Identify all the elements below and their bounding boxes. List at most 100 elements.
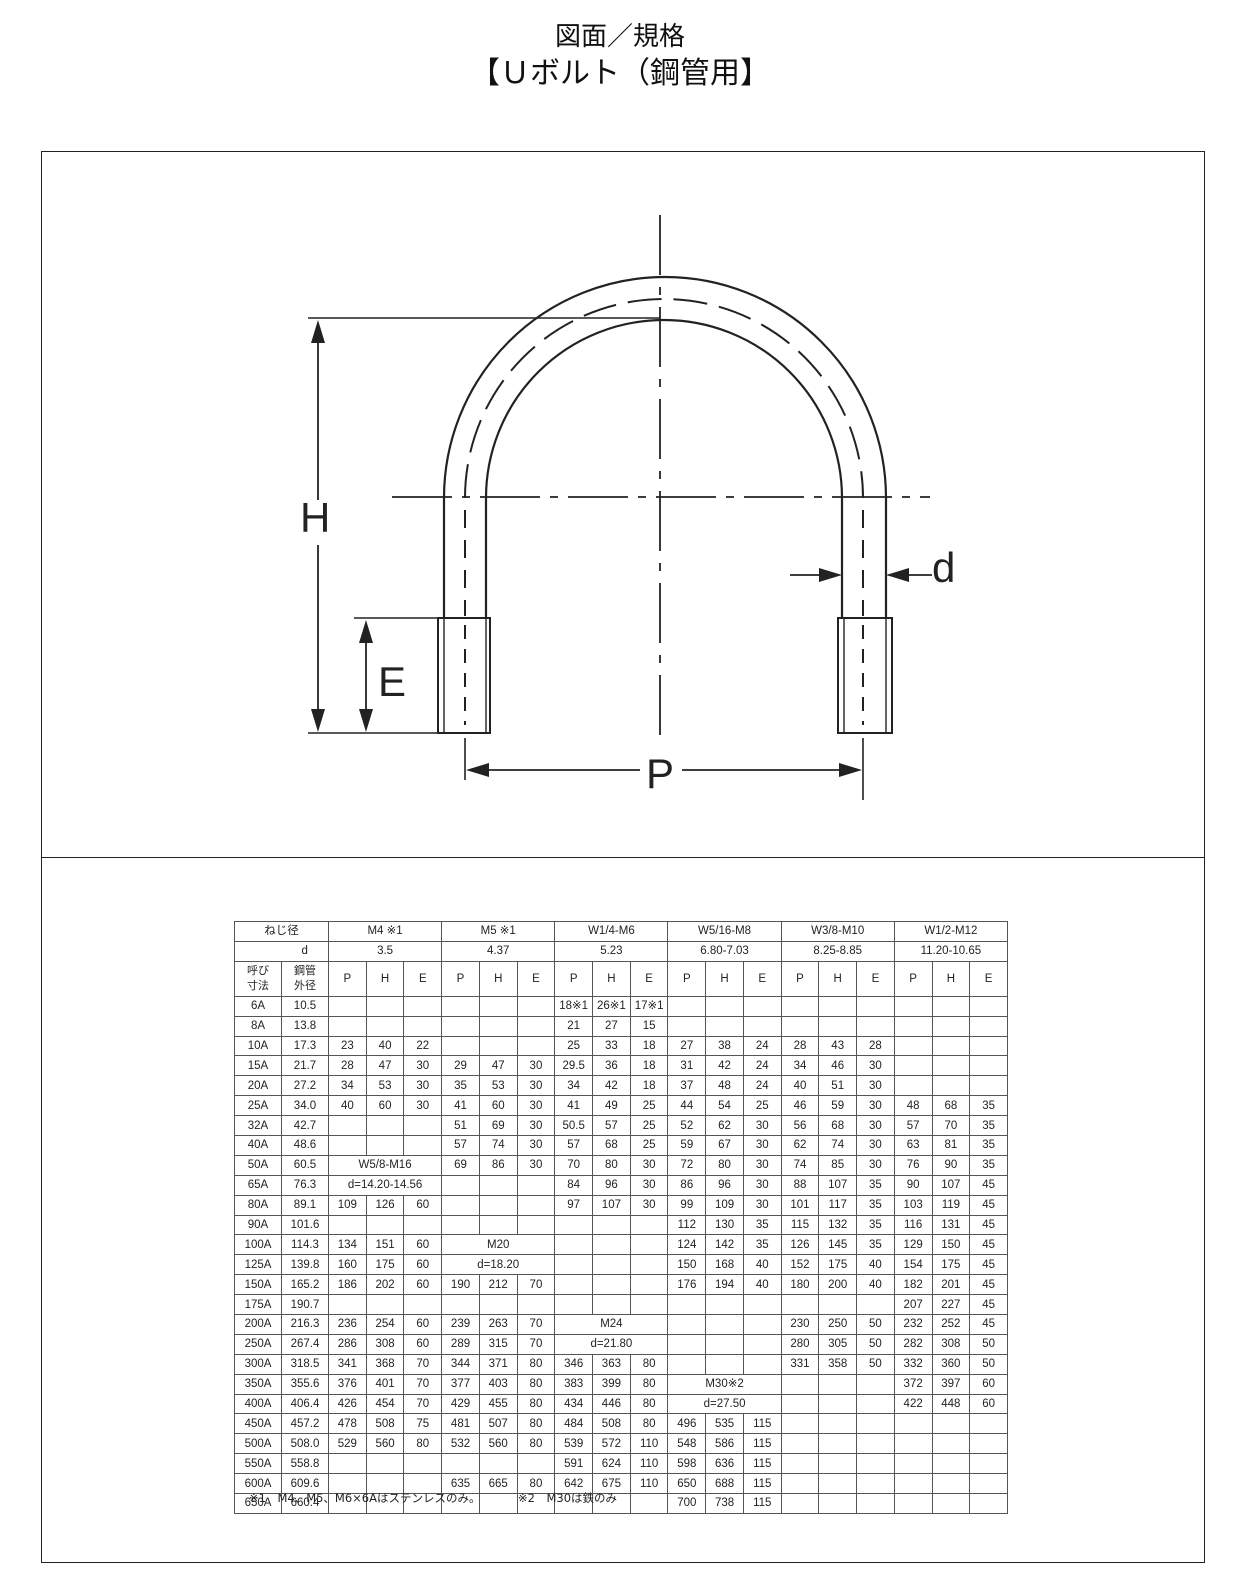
table-cell: 72: [667, 1154, 707, 1176]
table-cell: [629, 1493, 669, 1514]
table-cell: 318.5: [281, 1353, 329, 1375]
table-cell: 34: [780, 1055, 820, 1077]
table-cell: [667, 1314, 707, 1335]
table-cell: 355.6: [281, 1373, 329, 1395]
table-cell: [742, 1353, 782, 1375]
table-cell: 190: [441, 1274, 480, 1296]
merged-note-cell: d=21.80: [554, 1333, 669, 1355]
table-cell: 454: [365, 1393, 405, 1415]
table-cell: [969, 1035, 1008, 1057]
table-cell: 508.0: [281, 1433, 329, 1455]
table-cell: [592, 1254, 631, 1276]
table-cell: 139.8: [281, 1254, 329, 1276]
row-label-cell: 350A: [234, 1373, 282, 1395]
table-cell: [328, 995, 367, 1017]
table-cell: [441, 995, 480, 1017]
column-label-row: 呼び寸法 鋼管外径 P H E P H E P H E P H E P H E …: [234, 960, 1008, 997]
table-cell: 24: [742, 1055, 782, 1077]
table-cell: 308: [931, 1333, 971, 1355]
table-cell: [780, 1493, 820, 1514]
table-cell: 150: [667, 1254, 707, 1276]
table-cell: [441, 1194, 480, 1216]
table-cell: [818, 1413, 858, 1435]
table-cell: 23: [328, 1035, 367, 1057]
table-cell: 131: [931, 1214, 971, 1236]
table-cell: 80: [629, 1373, 669, 1395]
table-cell: 69: [478, 1115, 518, 1137]
table-cell: [629, 1214, 669, 1236]
table-cell: 426: [328, 1393, 367, 1415]
table-cell: 688: [705, 1473, 744, 1495]
table-cell: [403, 1214, 443, 1236]
table-cell: 80: [516, 1413, 556, 1435]
table-cell: 62: [780, 1135, 820, 1156]
table-cell: [818, 1453, 858, 1475]
table-cell: 48.6: [281, 1135, 329, 1156]
table-cell: 52: [667, 1115, 707, 1137]
table-cell: 30: [516, 1075, 556, 1097]
table-cell: 346: [554, 1353, 594, 1375]
table-cell: [478, 1035, 518, 1057]
table-cell: 34: [328, 1075, 367, 1097]
header-cell: W1/4-M6: [554, 921, 669, 942]
table-cell: 70: [554, 1154, 594, 1176]
table-cell: [856, 1294, 895, 1316]
table-cell: [667, 1333, 707, 1355]
table-cell: 17.3: [281, 1035, 329, 1057]
table-cell: 21: [554, 1015, 594, 1037]
table-cell: 35: [969, 1095, 1008, 1117]
table-cell: 232: [893, 1314, 933, 1335]
p-label: P: [646, 750, 674, 797]
table-cell: [780, 1373, 820, 1395]
page-title-line1: 図面／規格: [554, 22, 685, 52]
right-threaded-end: [837, 617, 893, 734]
footnote-2: ※2 M30は鉄のみ: [518, 1491, 618, 1505]
table-cell: 74: [478, 1135, 518, 1156]
table-cell: 25: [629, 1115, 669, 1137]
table-cell: 230: [780, 1314, 820, 1335]
table-cell: 28: [856, 1035, 895, 1057]
table-cell: [554, 1274, 594, 1296]
table-cell: 53: [478, 1075, 518, 1097]
table-cell: 57: [441, 1135, 480, 1156]
table-cell: 62: [705, 1115, 744, 1137]
table-cell: [931, 1075, 971, 1097]
table-cell: 586: [705, 1433, 744, 1455]
table-cell: [893, 1493, 933, 1514]
table-cell: 30: [742, 1194, 782, 1216]
table-cell: 81: [931, 1135, 971, 1156]
header-cell: H: [931, 960, 971, 997]
table-cell: 22: [403, 1035, 443, 1057]
table-cell: 403: [478, 1373, 518, 1395]
table-cell: [478, 1493, 518, 1514]
table-cell: 36: [592, 1055, 631, 1077]
table-cell: 30: [629, 1174, 669, 1196]
u-bolt-inner-outline: [484, 318, 844, 618]
table-cell: 57: [592, 1115, 631, 1137]
table-cell: 40: [856, 1254, 895, 1276]
table-cell: [893, 1413, 933, 1435]
table-cell: 250: [818, 1314, 858, 1335]
row-label-cell: 40A: [234, 1135, 282, 1156]
table-cell: 80: [516, 1393, 556, 1415]
table-cell: 46: [780, 1095, 820, 1117]
header-cell: W3/8-M10: [780, 921, 895, 942]
table-cell: [516, 1453, 556, 1475]
table-cell: 99: [667, 1194, 707, 1216]
table-cell: [969, 1055, 1008, 1077]
header-cell: 5.23: [554, 940, 669, 962]
table-cell: 60: [403, 1333, 443, 1355]
table-cell: 28: [780, 1035, 820, 1057]
table-cell: 201: [931, 1274, 971, 1296]
table-cell: 180: [780, 1274, 820, 1296]
table-cell: 434: [554, 1393, 594, 1415]
table-cell: 41: [441, 1095, 480, 1117]
table-cell: 236: [328, 1314, 367, 1335]
table-cell: [592, 1294, 631, 1316]
table-cell: [441, 1015, 480, 1037]
table-cell: [328, 1135, 367, 1156]
